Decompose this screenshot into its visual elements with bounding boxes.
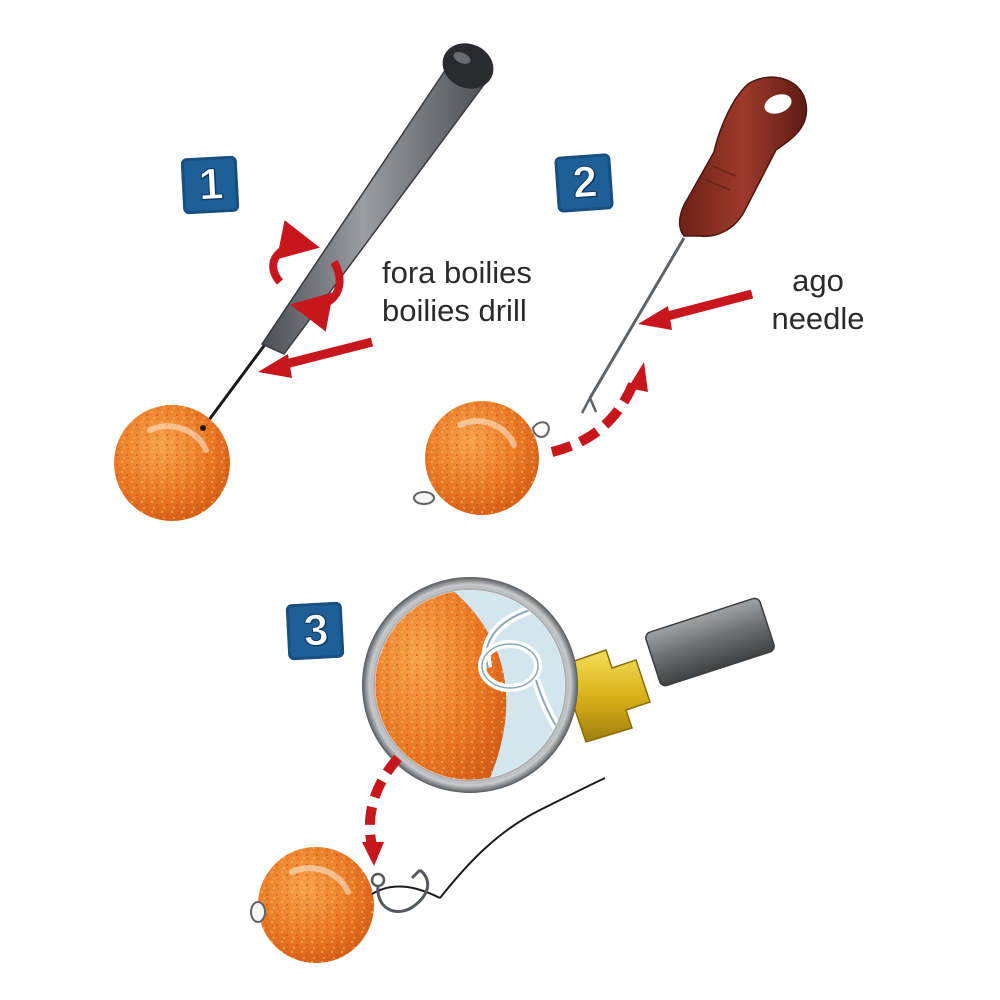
step-badge-1: 1 bbox=[180, 155, 240, 215]
step-number-3: 3 bbox=[302, 605, 328, 656]
magnifying-glass-icon bbox=[362, 577, 775, 793]
needle-dashed-arrow bbox=[550, 362, 648, 457]
baiting-needle-icon bbox=[580, 76, 808, 414]
drill-caption-line-2: boilies drill bbox=[382, 293, 527, 328]
step-badge-2: 2 bbox=[554, 153, 614, 213]
needle-pointer-arrow bbox=[638, 289, 754, 330]
step-badge-3: 3 bbox=[285, 601, 345, 661]
step-number-1: 1 bbox=[197, 159, 223, 210]
boilie-icon-3 bbox=[250, 847, 374, 963]
drill-icon bbox=[201, 43, 494, 429]
hook-icon bbox=[370, 777, 606, 913]
rotation-arrows-icon bbox=[269, 220, 344, 332]
boilie-icon-2 bbox=[413, 401, 550, 515]
step-number-2: 2 bbox=[571, 157, 598, 208]
drill-caption: fora boilies boilies drill bbox=[382, 254, 532, 330]
needle-caption-line-1: ago bbox=[792, 263, 844, 298]
drill-pointer-arrow bbox=[258, 337, 374, 378]
drill-caption-line-1: fora boilies bbox=[382, 255, 532, 290]
needle-caption: ago needle bbox=[758, 262, 878, 338]
boilie-icon-1 bbox=[114, 405, 230, 521]
magnifier-dashed-arrow bbox=[362, 754, 402, 866]
needle-caption-line-2: needle bbox=[771, 301, 865, 336]
